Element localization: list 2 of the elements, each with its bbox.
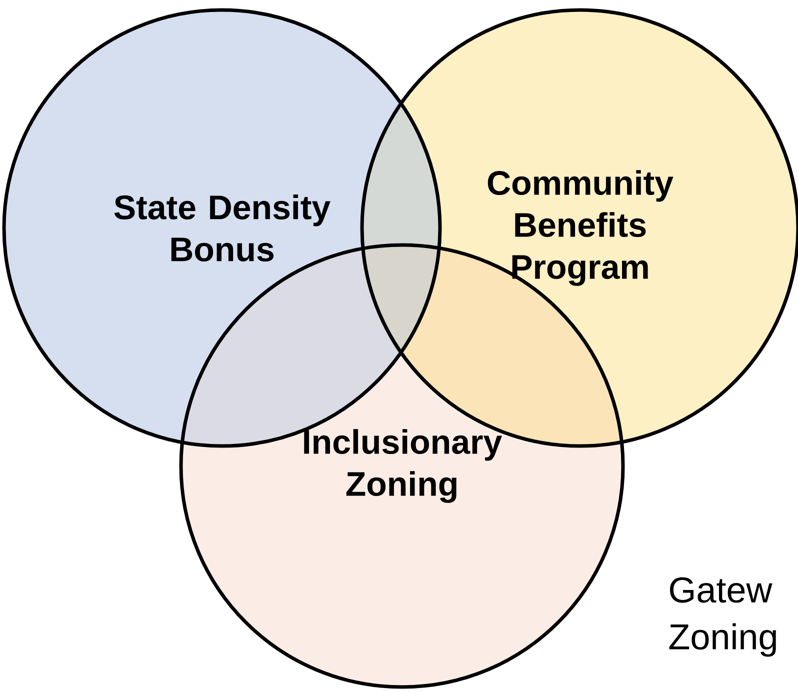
note-text: Zoning (669, 623, 776, 657)
note-text: Gatew (670, 577, 772, 603)
